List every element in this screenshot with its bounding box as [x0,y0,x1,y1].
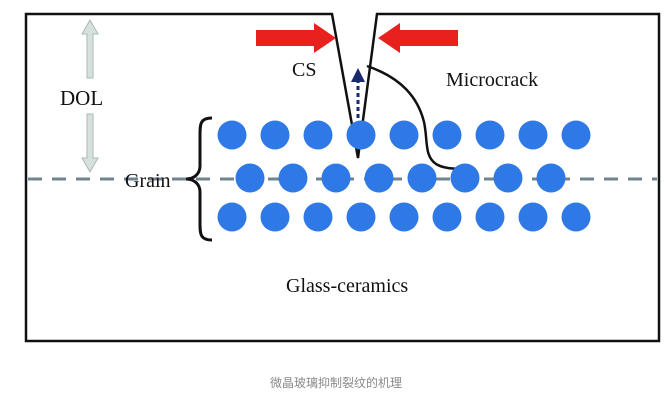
grain [536,163,566,193]
grain [432,202,462,232]
grain [475,202,505,232]
dol-label: DOL [60,86,103,110]
grain [518,202,548,232]
grain [321,163,351,193]
cs-arrow-right [378,23,458,53]
grain [303,120,333,150]
grain [260,120,290,150]
grain [217,120,247,150]
grain [561,120,591,150]
grain [278,163,308,193]
grain [260,202,290,232]
grain [493,163,523,193]
grain [561,202,591,232]
grain [346,120,376,150]
cs-label: CS [292,59,316,81]
grain [364,163,394,193]
grain [303,202,333,232]
grain [346,202,376,232]
matrix-label: Glass-ceramics [286,275,408,297]
dol-arrow [81,18,99,174]
cs-arrow-left [256,23,336,53]
grain [235,163,265,193]
grain [217,202,247,232]
grain [389,202,419,232]
specimen-outline [24,12,661,343]
grain [432,120,462,150]
microcrack-label: Microcrack [446,69,538,91]
grain-label: Grain [125,170,171,192]
grain-field [217,120,591,232]
grain-brace [185,116,213,242]
grain [407,163,437,193]
grain [389,120,419,150]
figure-caption: 微晶玻璃抑制裂纹的机理 [269,376,402,390]
crack-tip-arrow-head [351,68,365,82]
grain [450,163,480,193]
grain [475,120,505,150]
glass-ceramics-crack-diagram: DOL CS Microcrack Grain Glass-ceramics [24,12,661,343]
microcrack-path [366,64,471,172]
grain [518,120,548,150]
